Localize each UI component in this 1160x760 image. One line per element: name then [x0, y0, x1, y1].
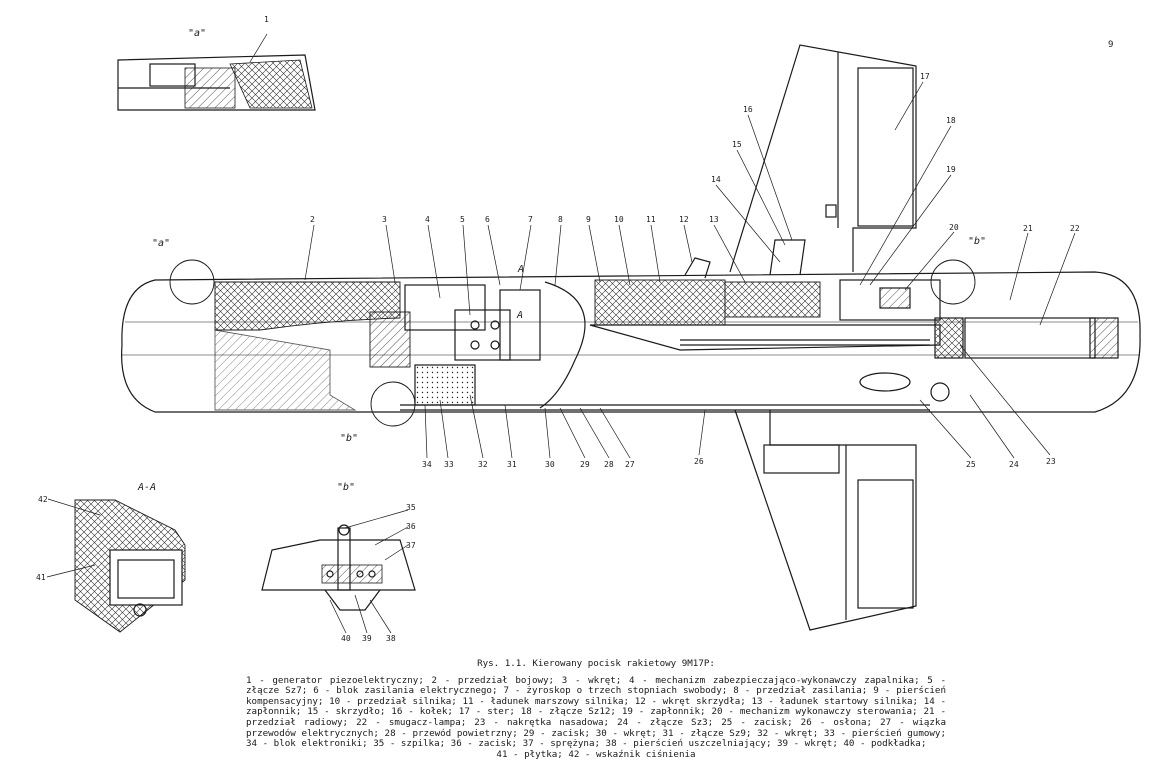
- callout-23: 23: [1046, 457, 1056, 466]
- callout-30: 30: [545, 460, 555, 469]
- callout-31: 31: [507, 460, 517, 469]
- detail-a-label-top: "a": [188, 28, 206, 39]
- callout-25: 25: [966, 460, 976, 469]
- section-aa-label: A-A: [137, 482, 156, 493]
- callout-10: 10: [614, 215, 624, 224]
- caption-legend-last-line: 41 - płytka; 42 - wskaźnik ciśnienia: [496, 748, 696, 760]
- callout-20: 20: [949, 223, 959, 232]
- callout-32: 32: [478, 460, 488, 469]
- callout-38: 38: [386, 634, 396, 643]
- callout-12: 12: [679, 215, 689, 224]
- callout-16: 16: [743, 105, 753, 114]
- callout-11: 11: [646, 215, 656, 224]
- callout-3: 3: [382, 215, 387, 224]
- page-number: 9: [1108, 40, 1114, 50]
- cut-a-label-top: A: [517, 264, 524, 275]
- callout-8: 8: [558, 215, 563, 224]
- caption-title: Rys. 1.1. Kierowany pocisk rakietowy 9M1…: [477, 658, 715, 669]
- detail-b-label-body: "b": [340, 433, 358, 444]
- callout-18: 18: [946, 116, 956, 125]
- callout-36: 36: [406, 522, 416, 531]
- callout-28: 28: [604, 460, 614, 469]
- figure-caption: Rys. 1.1. Kierowany pocisk rakietowy 9M1…: [246, 658, 946, 760]
- callout-4: 4: [425, 215, 430, 224]
- detail-b: [261, 524, 416, 611]
- callout-29: 29: [580, 460, 590, 469]
- callout-7: 7: [528, 215, 533, 224]
- callout-33: 33: [444, 460, 454, 469]
- callout-22: 22: [1070, 224, 1080, 233]
- callout-37: 37: [406, 541, 416, 550]
- section-a-a: [74, 499, 186, 633]
- callout-41: 41: [36, 573, 46, 582]
- detail-a: [117, 54, 316, 111]
- callout-35: 35: [406, 503, 416, 512]
- callout-13: 13: [709, 215, 719, 224]
- detail-a-label-body: "a": [152, 238, 170, 249]
- missile-body: [121, 239, 1141, 427]
- callout-39: 39: [362, 634, 372, 643]
- upper-fin: [729, 44, 917, 273]
- lower-fin: [734, 409, 917, 631]
- callout-5: 5: [460, 215, 465, 224]
- callout-19: 19: [946, 165, 956, 174]
- detail-b-label-view: "b": [337, 482, 355, 493]
- callout-27: 27: [625, 460, 635, 469]
- callout-24: 24: [1009, 460, 1019, 469]
- caption-legend: 1 - generator piezoelektryczny; 2 - prze…: [246, 674, 946, 750]
- callout-17: 17: [920, 72, 930, 81]
- callout-2: 2: [310, 215, 315, 224]
- callout-34: 34: [422, 460, 432, 469]
- callout-6: 6: [485, 215, 490, 224]
- leader-lines: [46, 33, 1076, 634]
- callout-26: 26: [694, 457, 704, 466]
- detail-b-label-right: "b": [968, 236, 986, 247]
- callout-42: 42: [38, 495, 48, 504]
- cut-a-label-bottom: A: [516, 310, 523, 321]
- callout-14: 14: [711, 175, 721, 184]
- callout-40: 40: [341, 634, 351, 643]
- callout-15: 15: [732, 140, 742, 149]
- callout-21: 21: [1023, 224, 1033, 233]
- callout-1: 1: [264, 15, 269, 24]
- callout-9: 9: [586, 215, 591, 224]
